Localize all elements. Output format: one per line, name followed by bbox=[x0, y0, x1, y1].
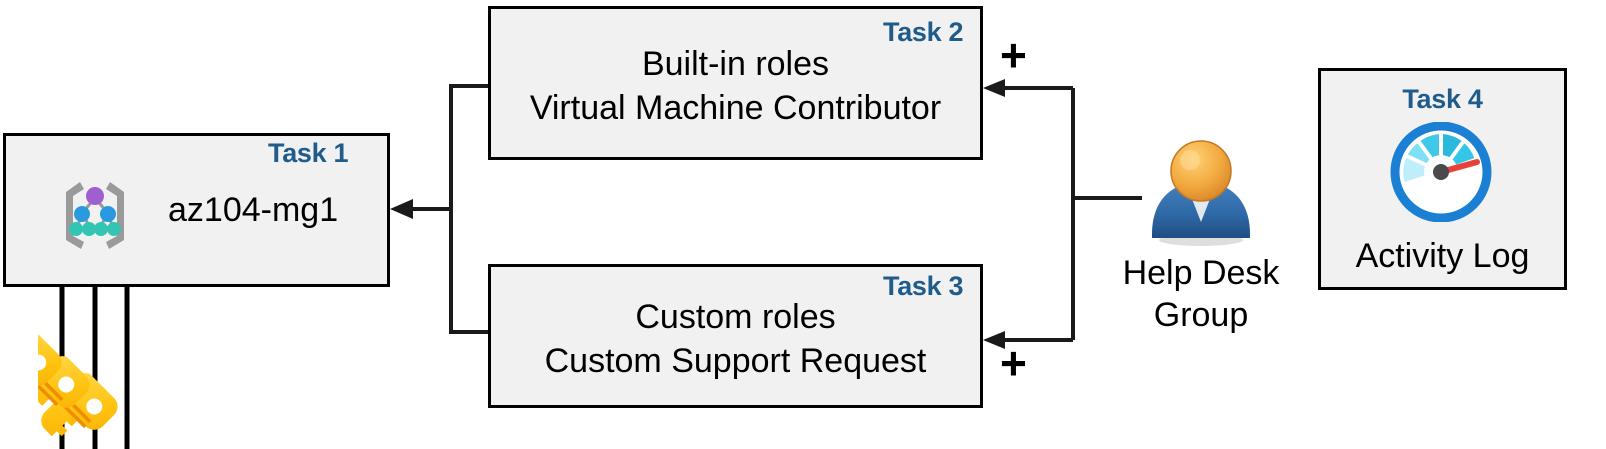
arrowhead-task1 bbox=[390, 199, 413, 219]
task3-line1: Custom roles bbox=[635, 298, 836, 336]
task2-label: Task 2 bbox=[883, 17, 964, 47]
task2-line2: Virtual Machine Contributor bbox=[529, 89, 942, 127]
task1-label: Task 1 bbox=[268, 138, 349, 168]
task1-text: az104-mg1 bbox=[168, 191, 339, 229]
task3-box[interactable] bbox=[488, 264, 983, 408]
task4-label: Task 4 bbox=[1402, 84, 1483, 114]
management-group-icon bbox=[50, 176, 140, 254]
task2-line1: Built-in roles bbox=[641, 45, 830, 83]
keys-icon bbox=[0, 318, 168, 449]
activity-log-gauge-icon bbox=[1385, 121, 1497, 223]
actor-caption-line2: Group bbox=[1153, 296, 1249, 334]
actor-caption-line1: Help Desk bbox=[1122, 254, 1280, 292]
arrowhead-task2 bbox=[983, 79, 1005, 97]
user-group-icon bbox=[1130, 138, 1272, 248]
plus-operator-top: + bbox=[1000, 29, 1027, 81]
task3-line2: Custom Support Request bbox=[544, 342, 927, 380]
connector-left-bus bbox=[449, 84, 488, 334]
plus-operator-bottom: + bbox=[1000, 337, 1027, 389]
task4-text: Activity Log bbox=[1355, 237, 1530, 275]
task2-box[interactable] bbox=[488, 6, 983, 160]
task3-label: Task 3 bbox=[883, 271, 964, 301]
